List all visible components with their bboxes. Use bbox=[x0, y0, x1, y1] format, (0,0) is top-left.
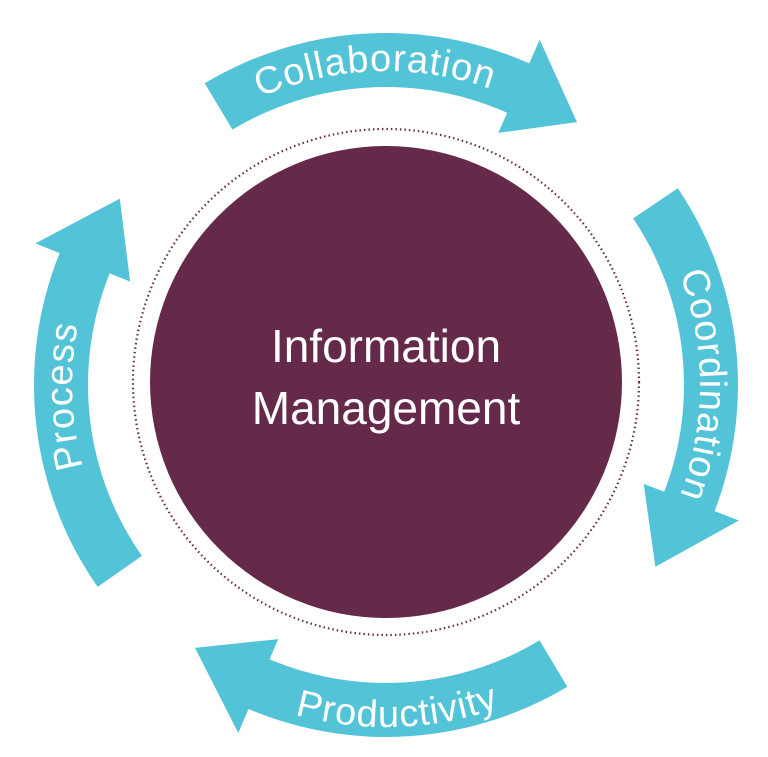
center-label-line1: Information bbox=[271, 320, 501, 372]
arrow-shape-productivity bbox=[195, 639, 568, 737]
dotted-ring bbox=[131, 127, 641, 637]
arrow-shape-coordination bbox=[633, 188, 739, 567]
arrow-shape-process bbox=[33, 198, 142, 587]
arrow-productivity: Productivity bbox=[195, 639, 568, 737]
arrow-coordination: Coordination bbox=[633, 188, 739, 567]
center-label-line2: Management bbox=[252, 382, 521, 434]
arrow-process: Process bbox=[33, 198, 142, 587]
arrow-collaboration: Collaboration bbox=[204, 32, 577, 133]
center-circle bbox=[150, 146, 622, 618]
arrow-shape-collaboration bbox=[204, 32, 577, 133]
